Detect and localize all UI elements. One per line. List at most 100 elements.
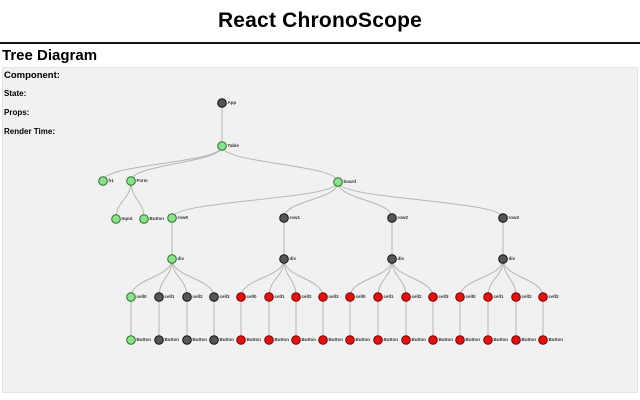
info-label-state: State: bbox=[4, 89, 27, 98]
tree-node-c20[interactable] bbox=[345, 292, 355, 302]
tree-node-label-app: App bbox=[228, 100, 237, 105]
tree-node-b10[interactable] bbox=[236, 335, 246, 345]
tree-node-button[interactable] bbox=[139, 214, 149, 224]
tree-node-div2[interactable] bbox=[387, 254, 397, 264]
tree-link bbox=[459, 258, 504, 298]
tree-node-label-button: Button bbox=[150, 216, 165, 221]
tree-node-label-b31: Button bbox=[494, 337, 509, 342]
tree-node-label-c33: cell3 bbox=[549, 294, 560, 299]
tree-node-label-row1: row1 bbox=[290, 215, 301, 220]
tree-node-label-c22: cell2 bbox=[412, 294, 423, 299]
tree-node-label-c01: cell1 bbox=[165, 294, 176, 299]
tree-node-b31[interactable] bbox=[483, 335, 493, 345]
tree-node-label-row2: row2 bbox=[398, 215, 409, 220]
tree-node-c12[interactable] bbox=[291, 292, 301, 302]
tree-node-div3[interactable] bbox=[498, 254, 508, 264]
tree-node-label-b01: Button bbox=[165, 337, 180, 342]
tree-link bbox=[221, 145, 339, 183]
tree-node-c21[interactable] bbox=[373, 292, 383, 302]
tree-node-label-b11: Button bbox=[275, 337, 290, 342]
tree-link bbox=[487, 258, 504, 298]
tree-node-b03[interactable] bbox=[209, 335, 219, 345]
tree-node-input[interactable] bbox=[111, 214, 121, 224]
tree-node-c22[interactable] bbox=[401, 292, 411, 302]
tree-node-b30[interactable] bbox=[455, 335, 465, 345]
tree-node-b00[interactable] bbox=[126, 335, 136, 345]
tree-node-label-c32: cell2 bbox=[522, 294, 533, 299]
tree-node-row1[interactable] bbox=[279, 213, 289, 223]
tree-node-c10[interactable] bbox=[236, 292, 246, 302]
tree-node-form[interactable] bbox=[126, 176, 136, 186]
tree-node-label-c10: cell0 bbox=[247, 294, 258, 299]
tree-node-label-b00: Button bbox=[137, 337, 152, 342]
tree-node-b32[interactable] bbox=[511, 335, 521, 345]
tree-link bbox=[115, 180, 132, 220]
tree-node-c30[interactable] bbox=[455, 292, 465, 302]
tree-node-label-row0: row0 bbox=[178, 215, 189, 220]
tree-node-label-c12: cell2 bbox=[302, 294, 313, 299]
tree-node-label-b02: Button bbox=[193, 337, 208, 342]
tree-node-table[interactable] bbox=[217, 141, 227, 151]
tree-node-label-b22: Button bbox=[412, 337, 427, 342]
tree-node-b22[interactable] bbox=[401, 335, 411, 345]
tree-node-label-b03: Button bbox=[220, 337, 235, 342]
tree-node-label-c31: cell1 bbox=[494, 294, 505, 299]
tree-node-c23[interactable] bbox=[428, 292, 438, 302]
tree-link bbox=[391, 258, 407, 298]
tree-node-label-b30: Button bbox=[466, 337, 481, 342]
tree-node-row2[interactable] bbox=[387, 213, 397, 223]
tree-node-b13[interactable] bbox=[318, 335, 328, 345]
tree-node-c02[interactable] bbox=[182, 292, 192, 302]
tree-link bbox=[337, 181, 504, 219]
tree-node-row0[interactable] bbox=[167, 213, 177, 223]
tree-node-board[interactable] bbox=[333, 177, 343, 187]
tree-node-label-b23: Button bbox=[439, 337, 454, 342]
tree-node-c11[interactable] bbox=[264, 292, 274, 302]
info-label-render-time: Render Time: bbox=[4, 127, 55, 136]
tree-node-b02[interactable] bbox=[182, 335, 192, 345]
tree-node-b01[interactable] bbox=[154, 335, 164, 345]
tree-node-label-div0: div bbox=[178, 256, 185, 261]
tree-node-label-c13: cell3 bbox=[329, 294, 340, 299]
tree-node-app[interactable] bbox=[217, 98, 227, 108]
tree-node-label-c03: cell3 bbox=[220, 294, 231, 299]
tree-node-row3[interactable] bbox=[498, 213, 508, 223]
tree-node-c01[interactable] bbox=[154, 292, 164, 302]
tree-node-div1[interactable] bbox=[279, 254, 289, 264]
title-divider bbox=[0, 42, 640, 44]
tree-node-c32[interactable] bbox=[511, 292, 521, 302]
tree-link bbox=[283, 258, 324, 298]
tree-node-c13[interactable] bbox=[318, 292, 328, 302]
tree-node-label-b12: Button bbox=[302, 337, 317, 342]
tree-node-label-c11: cell1 bbox=[275, 294, 286, 299]
tree-link bbox=[240, 258, 285, 298]
tree-node-c33[interactable] bbox=[538, 292, 548, 302]
tree-node-label-b33: Button bbox=[549, 337, 564, 342]
tree-node-label-div3: div bbox=[509, 256, 516, 261]
tree-node-label-form: Form bbox=[137, 178, 148, 183]
tree-node-b12[interactable] bbox=[291, 335, 301, 345]
tree-node-b23[interactable] bbox=[428, 335, 438, 345]
tree-node-label-h1: h1 bbox=[109, 178, 115, 183]
tree-node-b21[interactable] bbox=[373, 335, 383, 345]
tree-link bbox=[171, 258, 188, 298]
tree-link bbox=[102, 145, 223, 182]
tree-link bbox=[337, 181, 393, 219]
tree-node-label-b10: Button bbox=[247, 337, 262, 342]
tree-node-b20[interactable] bbox=[345, 335, 355, 345]
tree-link bbox=[349, 258, 393, 298]
tree-node-label-c20: cell0 bbox=[356, 294, 367, 299]
tree-node-label-c21: cell1 bbox=[384, 294, 395, 299]
tree-node-label-div1: div bbox=[290, 256, 297, 261]
tree-node-c31[interactable] bbox=[483, 292, 493, 302]
tree-node-label-b20: Button bbox=[356, 337, 371, 342]
tree-node-div0[interactable] bbox=[167, 254, 177, 264]
tree-node-label-input: Input bbox=[122, 216, 133, 221]
tree-node-c00[interactable] bbox=[126, 292, 136, 302]
tree-link bbox=[502, 258, 544, 298]
tree-node-h1[interactable] bbox=[98, 176, 108, 186]
tree-node-b11[interactable] bbox=[264, 335, 274, 345]
tree-node-c03[interactable] bbox=[209, 292, 219, 302]
tree-node-b33[interactable] bbox=[538, 335, 548, 345]
